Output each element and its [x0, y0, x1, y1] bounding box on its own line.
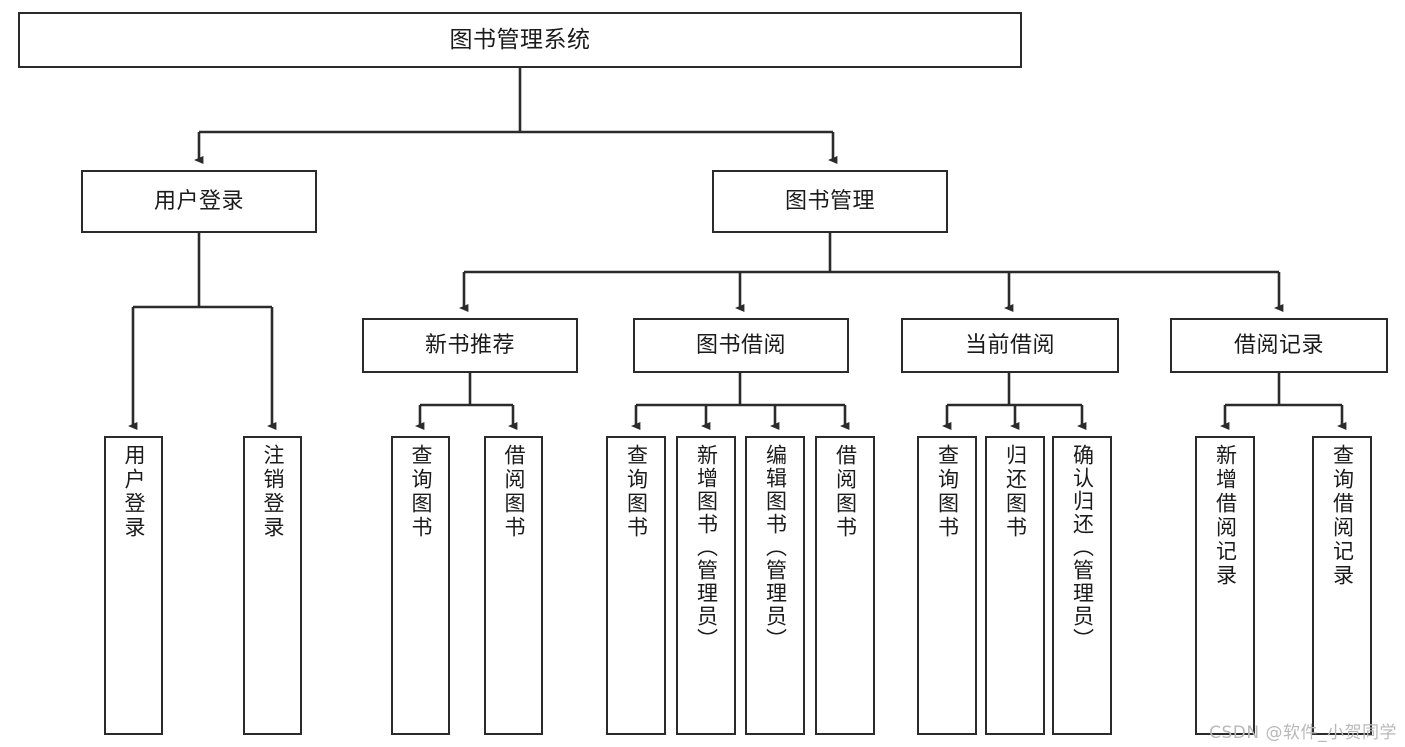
- leaf-query-book-borrow[interactable]: 查询图书: [606, 436, 666, 735]
- leaf-query-book-current[interactable]: 查询图书: [917, 436, 977, 735]
- node-label: 查询图书: [624, 444, 649, 540]
- node-label: 查询图书: [935, 444, 960, 540]
- leaf-user-login[interactable]: 用户登录: [104, 436, 163, 735]
- node-label: 编辑图书（管理员）: [763, 444, 788, 651]
- node-label: 借阅图书: [833, 444, 858, 540]
- node-label: 确认归还（管理员）: [1070, 444, 1095, 651]
- node-label: 新增借阅记录: [1213, 444, 1238, 588]
- node-label: 查询借阅记录: [1330, 444, 1355, 588]
- node-label: 当前借阅: [964, 332, 1055, 358]
- node-root-system[interactable]: 图书管理系统: [18, 12, 1022, 68]
- leaf-return-book[interactable]: 归还图书: [985, 436, 1045, 735]
- node-label: 查询图书: [409, 444, 433, 540]
- node-label: 新书推荐: [424, 332, 515, 358]
- node-label: 图书借阅: [695, 332, 786, 358]
- node-new-book-recommend[interactable]: 新书推荐: [362, 318, 578, 373]
- leaf-query-book-recommend[interactable]: 查询图书: [391, 436, 450, 735]
- leaf-edit-book-admin[interactable]: 编辑图书（管理员）: [745, 436, 805, 735]
- node-label: 借阅记录: [1233, 332, 1324, 358]
- leaf-borrow-book[interactable]: 借阅图书: [815, 436, 875, 735]
- leaf-query-borrow-record[interactable]: 查询借阅记录: [1312, 436, 1372, 735]
- node-label: 注销登录: [261, 444, 285, 540]
- leaf-add-borrow-record[interactable]: 新增借阅记录: [1195, 436, 1255, 735]
- leaf-borrow-book-recommend[interactable]: 借阅图书: [484, 436, 543, 735]
- node-label: 借阅图书: [502, 444, 526, 540]
- node-book-borrow[interactable]: 图书借阅: [633, 318, 849, 373]
- node-label: 用户登录: [122, 444, 146, 540]
- node-label: 新增图书（管理员）: [694, 444, 719, 651]
- leaf-add-book-admin[interactable]: 新增图书（管理员）: [676, 436, 736, 735]
- node-label: 用户登录: [153, 188, 244, 214]
- node-label: 图书管理: [784, 188, 875, 214]
- node-current-borrow[interactable]: 当前借阅: [901, 318, 1119, 373]
- node-borrow-record[interactable]: 借阅记录: [1170, 318, 1388, 373]
- leaf-confirm-return-admin[interactable]: 确认归还（管理员）: [1052, 436, 1112, 735]
- node-label: 归还图书: [1003, 444, 1028, 540]
- leaf-logout[interactable]: 注销登录: [243, 436, 302, 735]
- node-label: 图书管理系统: [449, 26, 591, 53]
- node-book-management[interactable]: 图书管理: [712, 170, 948, 233]
- csdn-watermark: CSDN @软件_小贺同学: [1209, 723, 1397, 743]
- node-user-login[interactable]: 用户登录: [81, 170, 317, 233]
